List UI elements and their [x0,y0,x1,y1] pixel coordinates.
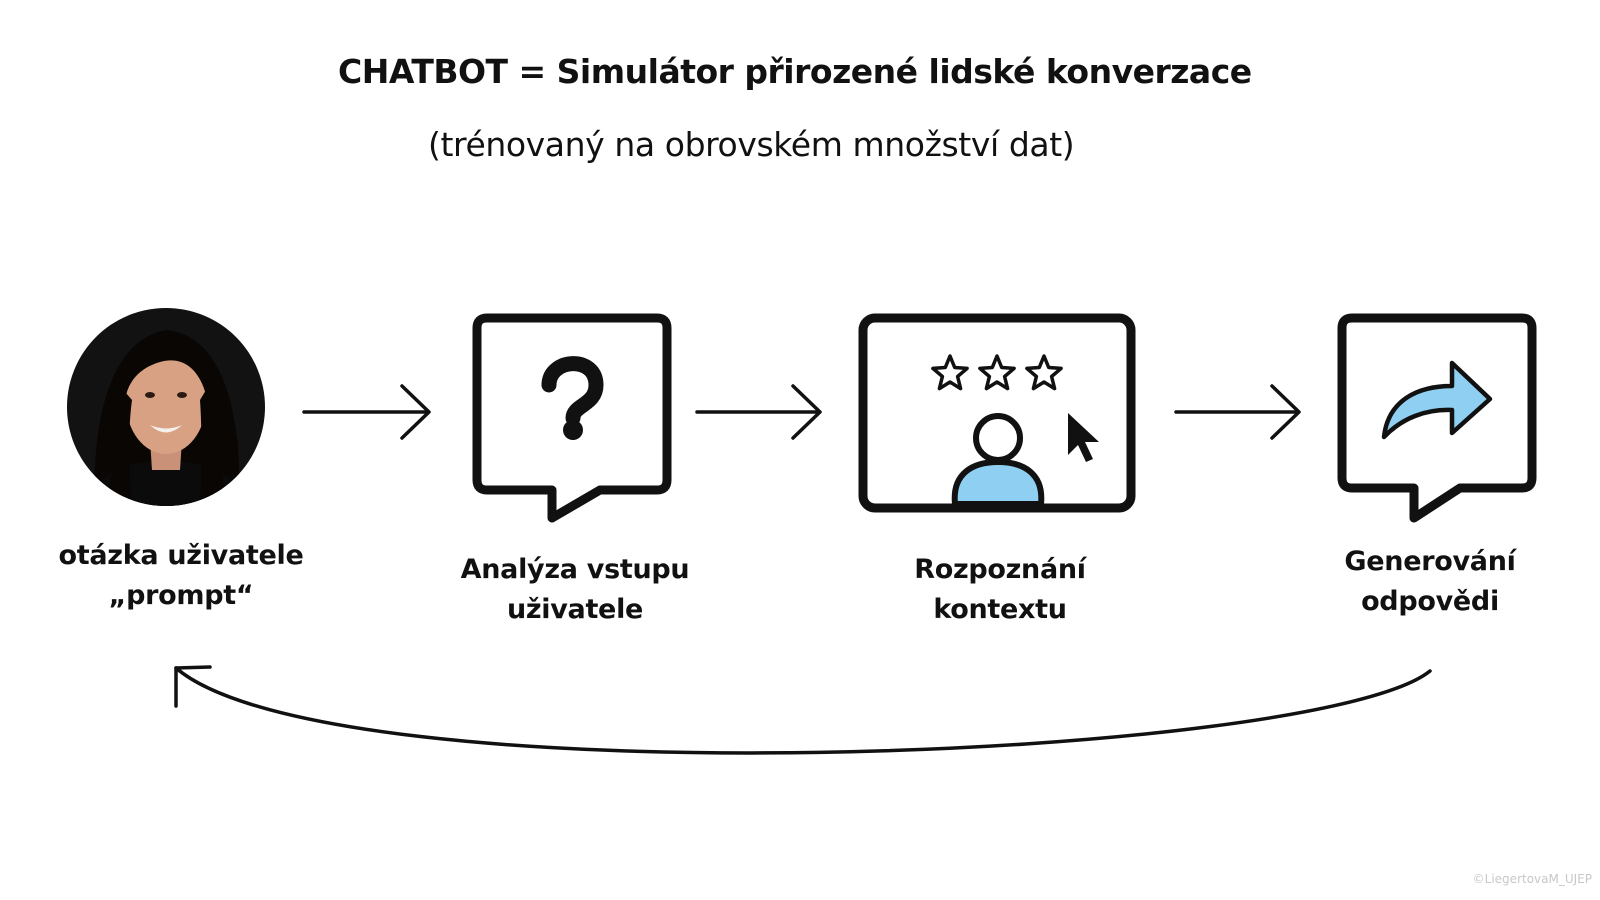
copyright-watermark: ©LiegertovaM_UJEP [1472,872,1592,886]
step-label-line: otázka uživatele [58,540,304,571]
arrow-right-icon [695,384,822,440]
share-arrow-speech-bubble-icon [1337,313,1537,523]
step-label-line: „prompt“ [108,580,254,611]
question-speech-bubble-icon [472,313,672,523]
step-label-response: Generování odpovědi [1310,542,1550,622]
step-label-line: Analýza vstupu [460,554,690,585]
step-label-line: Rozpoznání [914,554,1086,585]
step-label-context: Rozpoznání kontextu [880,550,1120,630]
return-arc-arrow-icon [174,665,1432,755]
user-photo [67,308,265,506]
step-label-prompt: otázka uživatele „prompt“ [56,536,306,616]
step-label-line: uživatele [506,594,644,625]
star-icon [931,354,1063,391]
arrow-right-icon [1174,384,1301,440]
step-label-line: Generování [1344,546,1516,577]
arrow-right-icon [302,384,431,440]
step-label-line: odpovědi [1361,586,1499,617]
diagram-subtitle: (trénovaný na obrovském množství dat) [428,125,1075,164]
step-label-input-analysis: Analýza vstupu uživatele [455,550,695,630]
step-label-line: kontextu [933,594,1067,625]
user-rating-screen-icon [858,313,1136,513]
cursor-icon [1068,413,1099,462]
diagram-title: CHATBOT = Simulátor přirozené lidské kon… [338,52,1252,91]
